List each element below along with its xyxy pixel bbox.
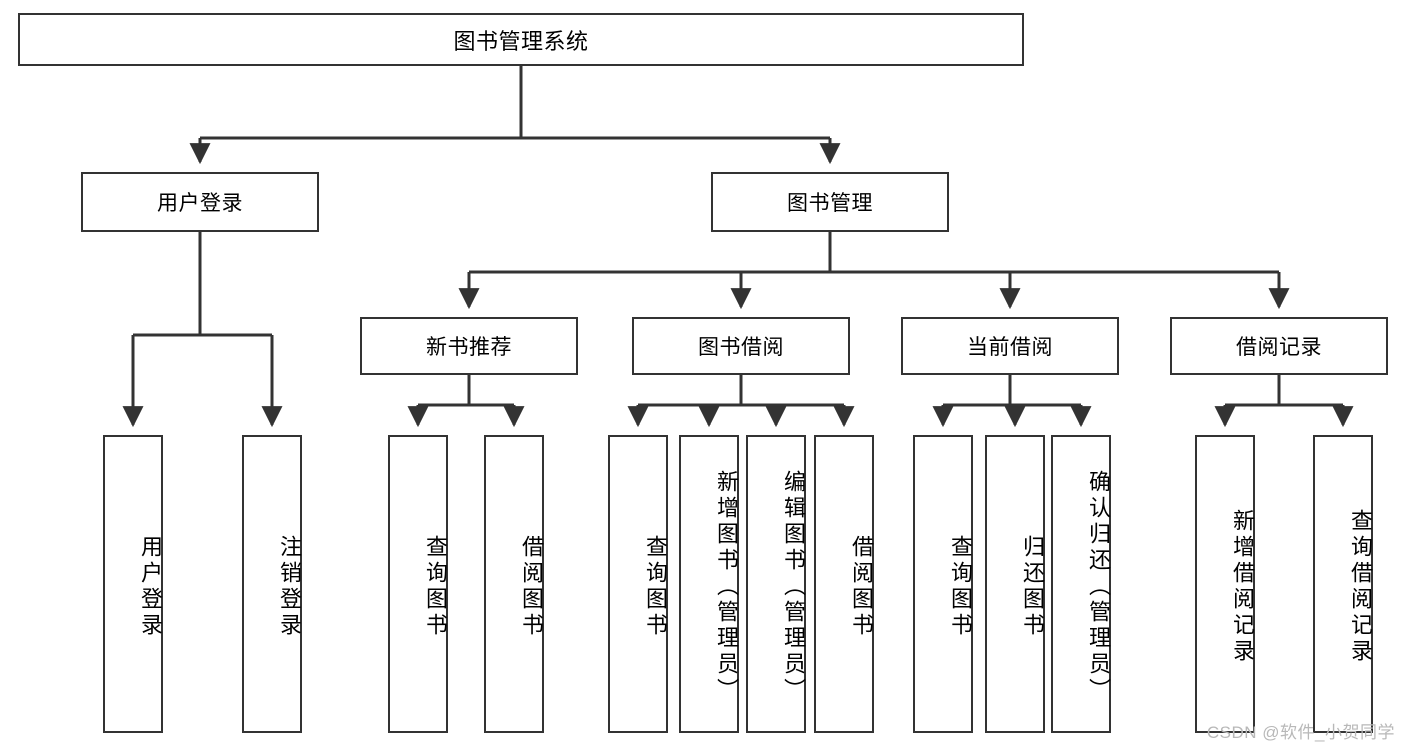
node-borrow-records-label: 借阅记录 <box>1236 336 1322 359</box>
leaf-query-book-3-label: 查询图书 <box>948 535 973 639</box>
leaf-query-borrow-record[interactable]: 查询借阅记录 <box>1313 435 1373 733</box>
node-user-login-label: 用户登录 <box>157 192 243 215</box>
leaf-confirm-return-admin-label: 确认归还（管理员） <box>1086 470 1111 704</box>
leaf-query-book-2-label: 查询图书 <box>643 535 668 639</box>
node-root-label: 图书管理系统 <box>453 28 589 54</box>
node-user-login[interactable]: 用户登录 <box>81 172 319 232</box>
leaf-edit-book-admin[interactable]: 编辑图书（管理员） <box>746 435 806 733</box>
leaf-add-borrow-record-label: 新增借阅记录 <box>1230 509 1255 665</box>
leaf-add-borrow-record[interactable]: 新增借阅记录 <box>1195 435 1255 733</box>
leaf-confirm-return-admin[interactable]: 确认归还（管理员） <box>1051 435 1111 733</box>
node-current-borrow-label: 当前借阅 <box>967 336 1053 359</box>
leaf-borrow-book-1[interactable]: 借阅图书 <box>484 435 544 733</box>
leaf-edit-book-admin-label: 编辑图书（管理员） <box>781 470 806 704</box>
leaf-add-book-admin[interactable]: 新增图书（管理员） <box>679 435 739 733</box>
node-book-borrow[interactable]: 图书借阅 <box>632 317 850 375</box>
leaf-return-book-label: 归还图书 <box>1020 535 1045 639</box>
leaf-borrow-book-2-label: 借阅图书 <box>849 535 874 639</box>
leaf-query-book-3[interactable]: 查询图书 <box>913 435 973 733</box>
node-book-management[interactable]: 图书管理 <box>711 172 949 232</box>
leaf-query-book-1[interactable]: 查询图书 <box>388 435 448 733</box>
leaf-user-login[interactable]: 用户登录 <box>103 435 163 733</box>
leaf-return-book[interactable]: 归还图书 <box>985 435 1045 733</box>
leaf-user-login-label: 用户登录 <box>138 535 163 639</box>
watermark-text: CSDN @软件_小贺同学 <box>1206 723 1395 742</box>
leaf-add-book-admin-label: 新增图书（管理员） <box>714 470 739 704</box>
node-book-borrow-label: 图书借阅 <box>698 336 784 359</box>
leaf-logout-label: 注销登录 <box>277 535 302 639</box>
node-new-book-recommend[interactable]: 新书推荐 <box>360 317 578 375</box>
node-root[interactable]: 图书管理系统 <box>18 13 1024 66</box>
node-new-book-recommend-label: 新书推荐 <box>426 336 512 359</box>
leaf-query-book-1-label: 查询图书 <box>423 535 448 639</box>
leaf-query-borrow-record-label: 查询借阅记录 <box>1348 509 1373 665</box>
leaf-borrow-book-2[interactable]: 借阅图书 <box>814 435 874 733</box>
node-current-borrow[interactable]: 当前借阅 <box>901 317 1119 375</box>
leaf-logout[interactable]: 注销登录 <box>242 435 302 733</box>
leaf-query-book-2[interactable]: 查询图书 <box>608 435 668 733</box>
leaf-borrow-book-1-label: 借阅图书 <box>519 535 544 639</box>
node-borrow-records[interactable]: 借阅记录 <box>1170 317 1388 375</box>
node-book-management-label: 图书管理 <box>787 192 873 215</box>
